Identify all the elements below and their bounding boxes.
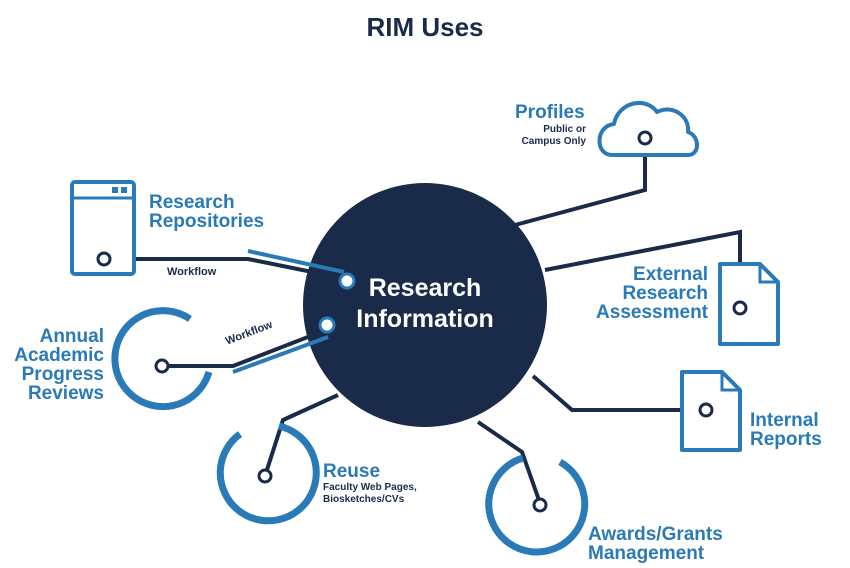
server-icon <box>70 180 136 276</box>
reuse-sub2: Biosketches/CVs <box>323 494 405 505</box>
ring-icon-annual <box>111 307 213 411</box>
awards-line1: Awards/Grants <box>588 524 723 545</box>
internal-line2: Reports <box>750 429 822 450</box>
external-node-dot <box>732 300 748 316</box>
reuse-sub1: Faculty Web Pages, <box>323 482 417 493</box>
internal-label: Internal Reports <box>750 411 822 449</box>
annual-label: Annual Academic Progress Reviews <box>0 327 104 403</box>
repositories-endpoint <box>338 272 356 290</box>
repositories-line2: Repositories <box>149 211 265 232</box>
annual-endpoint <box>318 316 336 334</box>
internal-node-dot <box>698 402 714 418</box>
profiles-node-dot <box>637 130 653 146</box>
reuse-node-dot <box>257 468 273 484</box>
ring-icon-awards <box>485 454 589 556</box>
ring-icon-reuse <box>216 422 320 525</box>
connector-awards <box>476 420 542 504</box>
cloud-icon <box>597 101 699 157</box>
awards-line2: Management <box>588 543 705 564</box>
annual-line3: Progress <box>21 364 104 385</box>
repositories-node-dot <box>96 251 112 267</box>
repositories-label: Research Repositories <box>149 193 264 231</box>
profiles-sub2: Campus Only <box>521 136 586 147</box>
annual-line2: Academic <box>14 345 104 366</box>
repositories-line1: Research <box>149 192 235 213</box>
workflow-line-repositories-navy <box>104 257 343 280</box>
connector-profiles <box>514 142 647 227</box>
research-information-circle <box>303 183 547 427</box>
center-label: Research Information <box>330 273 520 335</box>
reuse-label: Reuse <box>323 461 381 482</box>
document-icon-external <box>718 262 780 346</box>
profiles-label: Profiles <box>515 102 585 123</box>
connector-internal <box>531 374 706 412</box>
external-line3: Assessment <box>596 302 708 323</box>
awards-label: Awards/Grants Management <box>588 525 723 563</box>
workflow-line-repositories-blue <box>247 249 345 274</box>
external-line1: External <box>633 264 708 285</box>
profiles-sub1: Public or <box>543 124 586 135</box>
workflow-line-annual-blue <box>232 335 329 374</box>
annual-line1: Annual <box>39 326 104 347</box>
annual-line4: Reviews <box>27 383 104 404</box>
profiles-subtext: Public or Campus Only <box>490 124 586 148</box>
internal-line1: Internal <box>750 410 819 431</box>
center-line2: Information <box>356 305 494 333</box>
workflow-line-annual-navy <box>162 328 327 368</box>
annual-node-dot <box>154 358 170 374</box>
workflow-label-repositories: Workflow <box>167 266 217 278</box>
external-label: External Research Assessment <box>580 265 708 322</box>
reuse-subtext: Faculty Web Pages, Biosketches/CVs <box>323 482 417 506</box>
external-line2: Research <box>622 283 708 304</box>
page-title: RIM Uses <box>366 12 484 42</box>
awards-node-dot <box>532 497 548 513</box>
connector-reuse <box>263 393 339 477</box>
center-line1: Research <box>368 274 482 302</box>
